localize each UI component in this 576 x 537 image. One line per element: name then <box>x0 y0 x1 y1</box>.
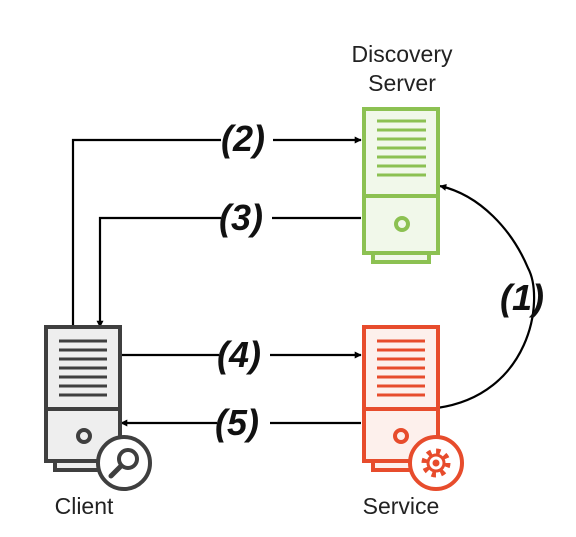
discovery-server-icon <box>362 107 440 264</box>
client-server-icon <box>44 325 122 472</box>
client-label: Client <box>55 493 114 519</box>
arrow-step-3 <box>100 216 361 327</box>
step-label-5: (5) <box>215 402 259 443</box>
step-label-2: (2) <box>221 118 265 159</box>
discovery-server-node: Discovery Server <box>352 41 453 264</box>
step-label-1: (1) <box>500 277 544 318</box>
service-label: Service <box>363 493 440 519</box>
discovery-server-label-line1: Discovery <box>352 41 453 67</box>
client-node: Client <box>44 325 152 519</box>
arrow-step-2 <box>71 140 361 327</box>
arrow-step-1 <box>436 183 536 410</box>
discovery-server-label-line2: Server <box>368 70 436 96</box>
service-node: Service <box>362 325 464 519</box>
magnifier-icon <box>96 435 152 491</box>
step-label-3: (3) <box>219 197 263 238</box>
step-label-4: (4) <box>217 334 261 375</box>
gear-icon <box>408 435 464 491</box>
arrows <box>71 140 536 423</box>
